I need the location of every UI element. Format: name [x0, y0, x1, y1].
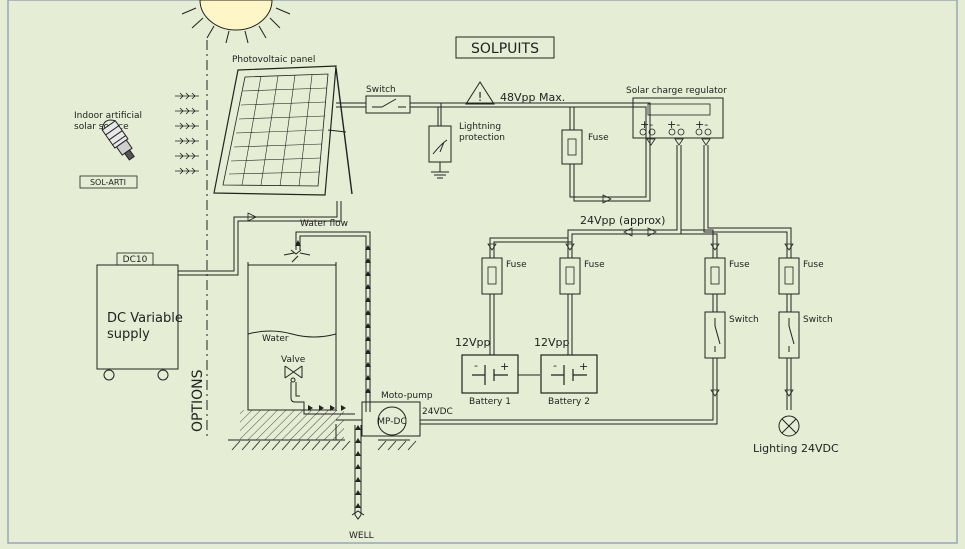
svg-text:-: -	[474, 359, 478, 372]
svg-text:!: !	[478, 90, 483, 104]
valve-label: Valve	[281, 355, 306, 365]
regulator-sign: +-	[667, 118, 680, 131]
dc-supply-label-1: DC Variable	[107, 311, 183, 326]
battery-name-label: Battery 2	[548, 397, 590, 407]
valve-icon	[284, 365, 355, 415]
dc-supply-wire	[178, 201, 342, 276]
main-switch	[365, 95, 411, 114]
branch-fuse-label: Fuse	[584, 260, 605, 270]
warning-icon: !	[465, 81, 495, 105]
lighting-label: Lighting 24VDC	[753, 442, 839, 455]
main-fuse	[561, 129, 583, 165]
regulator-terminals	[639, 128, 712, 146]
dc10-box	[116, 252, 154, 266]
lamp-icon	[101, 119, 135, 161]
main-switch-label: Switch	[366, 85, 396, 95]
battery-name-label: Battery 1	[469, 397, 511, 407]
branch-fuse: Fuse	[704, 243, 750, 295]
branch-switch: Switch	[704, 311, 759, 397]
arrow-icon	[602, 194, 612, 204]
branch-fuse-label: Fuse	[506, 260, 527, 270]
branch-fuse: Fuse	[481, 243, 527, 295]
pump-voltage-label: 24VDC	[422, 407, 453, 417]
water-flow-label: Water flow	[300, 219, 348, 229]
sol-arti-box	[79, 175, 138, 189]
branch-fuse: Fuse	[778, 243, 824, 295]
dc-supply-wheel-right	[157, 369, 169, 381]
indoor-source-label-2: solar source	[74, 122, 129, 132]
options-label: OPTIONS	[190, 369, 206, 432]
battery-bus	[489, 145, 792, 258]
ray-arrow	[175, 122, 199, 130]
battery-voltage-label: 12Vpp	[455, 336, 491, 349]
water-label: Water	[262, 334, 289, 344]
charge-regulator	[632, 97, 724, 139]
sun-icon	[181, 0, 291, 44]
battery-voltage-label: 12Vpp	[534, 336, 570, 349]
branch-switch: Switch	[778, 311, 833, 397]
bulb-icon	[778, 415, 800, 437]
moto-pump	[361, 401, 421, 437]
pv-panel-label: Photovoltaic panel	[232, 55, 315, 65]
well-label: WELL	[349, 531, 374, 541]
regulator-label: Solar charge regulator	[626, 86, 727, 96]
water-pipe	[283, 231, 371, 520]
lightning-label-1: Lightning	[459, 122, 501, 132]
pump-motor	[377, 406, 407, 436]
branch-switch-label: Switch	[803, 315, 833, 325]
max-voltage-label: 48Vpp Max.	[500, 91, 565, 104]
lightning-label-2: protection	[459, 133, 505, 143]
branch-fuse: Fuse	[559, 243, 605, 295]
branch-switch-label: Switch	[729, 315, 759, 325]
ground-icon	[431, 162, 449, 179]
indoor-source-label-1: Indoor artificial	[74, 111, 142, 121]
light-rays	[175, 92, 199, 175]
sol-arti-label: SOL-ARTI	[90, 178, 126, 187]
regulator-sign: +-	[640, 118, 653, 131]
pv-panel	[213, 65, 353, 196]
battery-wires	[420, 294, 792, 425]
regulator-display	[647, 103, 711, 116]
diagram-title: SOLPUITS	[471, 41, 539, 57]
svg-text:+: +	[500, 360, 509, 373]
branch-fuse-label: Fuse	[803, 260, 824, 270]
ray-arrow	[175, 167, 199, 175]
dc-supply-wheel-left	[103, 369, 115, 381]
mp-dc-label: MP-DC	[377, 417, 406, 427]
ray-arrow	[175, 92, 199, 100]
title-box	[455, 36, 555, 59]
main-wires	[336, 102, 651, 202]
diagram-border	[7, 0, 958, 544]
dc-supply-label-2: supply	[107, 327, 150, 342]
svg-text:-: -	[553, 359, 557, 372]
water-tank	[228, 262, 410, 441]
ray-arrow	[175, 137, 199, 145]
ray-arrow	[175, 152, 199, 160]
svg-text:+: +	[579, 360, 588, 373]
regulator-sign: +-	[695, 118, 708, 131]
main-fuse-label: Fuse	[588, 133, 609, 143]
ray-arrow	[175, 107, 199, 115]
bus-voltage-label: 24Vpp (approx)	[580, 214, 665, 227]
moto-pump-label: Moto-pump	[381, 391, 433, 401]
branch-fuse-label: Fuse	[729, 260, 750, 270]
dc10-label: DC10	[123, 255, 148, 265]
